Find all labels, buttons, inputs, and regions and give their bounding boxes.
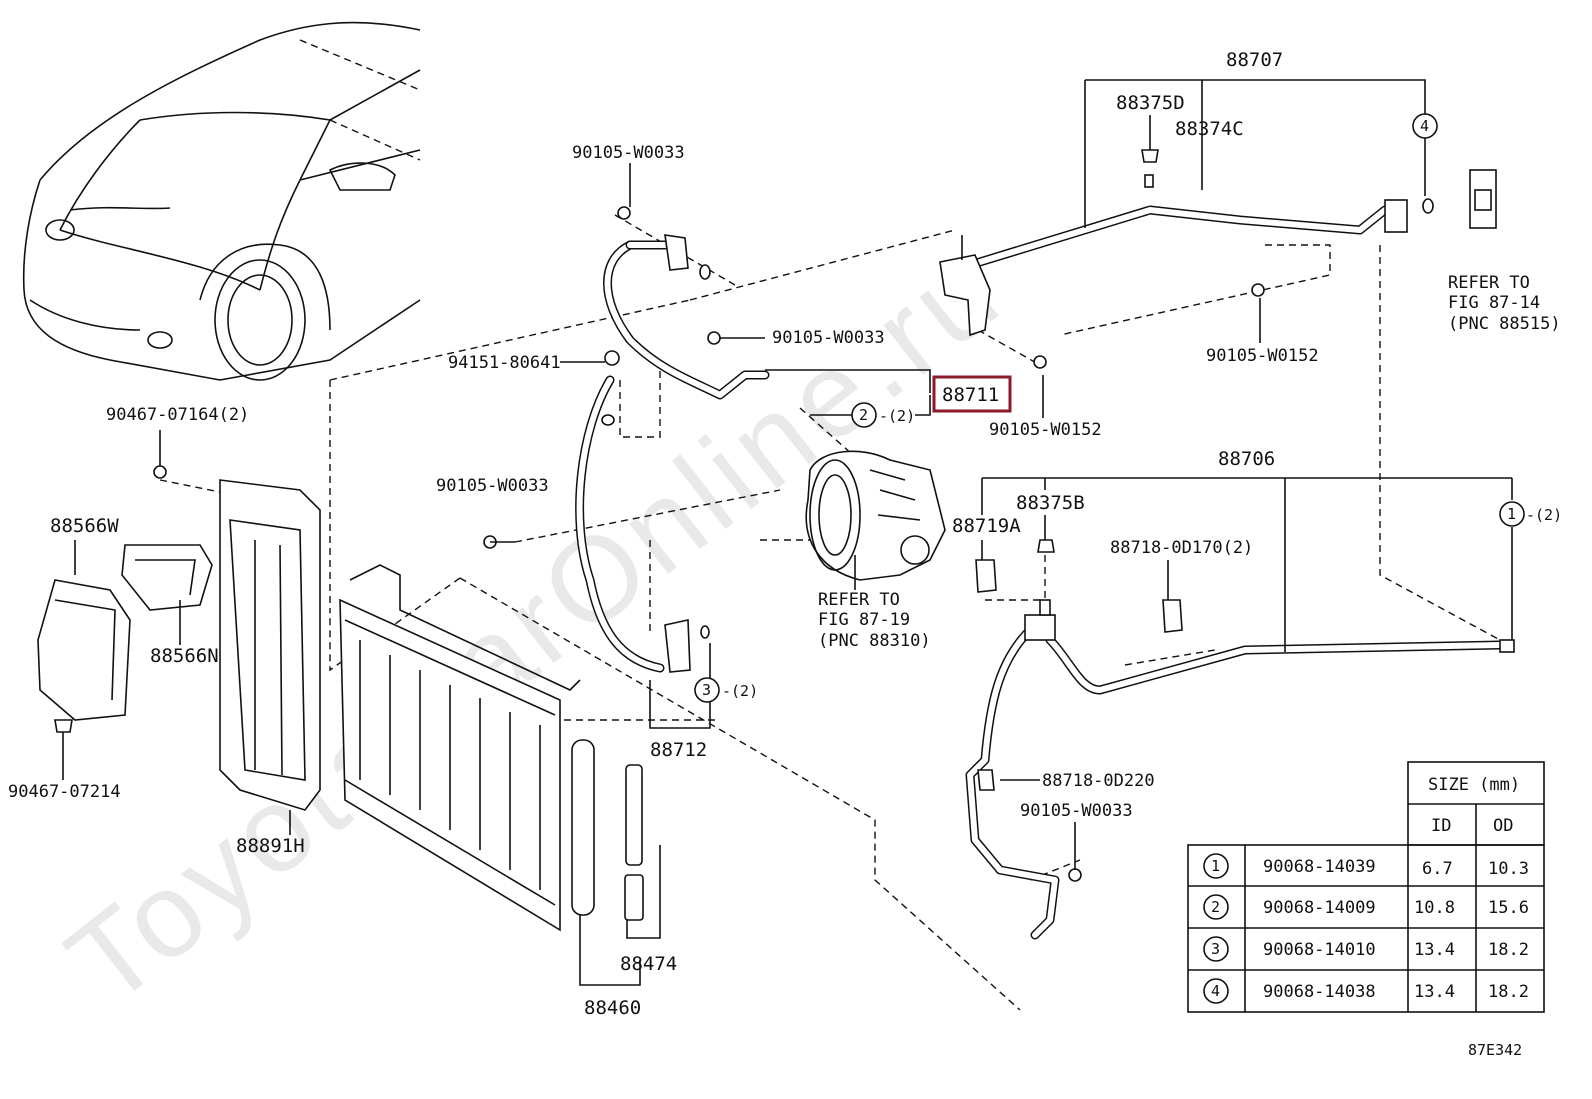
label-88374C: 88374C [1175, 118, 1244, 140]
table-row-3-od: 18.2 [1488, 940, 1529, 960]
ref-circle-1-right-text: 1 [1507, 505, 1516, 523]
table-row-1-ref: 1 [1211, 857, 1220, 875]
ref-circle-2-mid [851, 402, 877, 428]
ref-circle-4-top-text: 4 [1420, 117, 1429, 135]
label-88375B: 88375B [1016, 492, 1085, 514]
ref-circle-3-mid [694, 677, 720, 703]
label-88566N: 88566N [150, 645, 219, 667]
label-90467-07214: 90467-07214 [8, 782, 121, 802]
label-90105-w0033-a: 90105-W0033 [572, 143, 685, 163]
table-row-1-id: 6.7 [1422, 859, 1453, 879]
condenser-assembly [219, 479, 644, 932]
leader-lines [159, 214, 1501, 1011]
table-row-4-id: 13.4 [1414, 982, 1455, 1002]
label-88460: 88460 [584, 997, 641, 1019]
label-88706: 88706 [1218, 448, 1275, 470]
refer-mid-line1: REFER TO [818, 590, 900, 610]
refer-mid-line2: FIG 87-19 [818, 610, 910, 630]
refer-mid-line3: (PNC 88310) [818, 631, 931, 651]
table-row-1-circle [1203, 853, 1229, 879]
label-88718-0D170: 88718-0D170(2) [1110, 538, 1253, 558]
ref-circle-1-right-qty: -(2) [1526, 506, 1562, 524]
label-90105-w0152-a: 90105-W0152 [1206, 346, 1319, 366]
label-88707: 88707 [1226, 49, 1283, 71]
table-row-4-ref: 4 [1211, 982, 1220, 1000]
ref-circle-3-mid-qty: -(2) [722, 682, 758, 700]
table-row-3-id: 13.4 [1414, 940, 1455, 960]
table-row-4-part: 90068-14038 [1263, 982, 1376, 1002]
label-88891H: 88891H [236, 835, 305, 857]
ref-circle-3-mid-text: 3 [702, 681, 711, 699]
ref-circle-4-top [1412, 113, 1438, 139]
ref-circle-2-mid-text: 2 [859, 406, 868, 424]
refer-top-line3: (PNC 88515) [1448, 314, 1561, 334]
pipe-88706 [965, 539, 1515, 940]
table-row-2-od: 15.6 [1488, 898, 1529, 918]
table-row-2-part: 90068-14009 [1263, 898, 1376, 918]
table-header-od: OD [1493, 816, 1513, 836]
table-row-2-ref: 2 [1211, 898, 1220, 916]
label-88711: 88711 [942, 384, 999, 406]
label-90105-w0033-c: 90105-W0033 [436, 476, 549, 496]
table-row-2-id: 10.8 [1414, 898, 1455, 918]
label-88566W: 88566W [50, 515, 119, 537]
ref-circle-1-right [1499, 501, 1525, 527]
table-row-2-circle [1203, 894, 1229, 920]
label-88719A: 88719A [952, 515, 1021, 537]
hose-88711-88712 [483, 206, 770, 673]
label-94151-80641: 94151-80641 [448, 353, 561, 373]
table-row-3-circle [1203, 936, 1229, 962]
label-90467-07164: 90467-07164(2) [106, 405, 249, 425]
pipe-88707 [939, 149, 1497, 369]
highlight-box-88711 [932, 375, 1012, 413]
air-ducts [37, 465, 213, 780]
figure-code: 87E342 [1468, 1041, 1522, 1059]
label-90105-w0152-b: 90105-W0152 [989, 420, 1102, 440]
compressor [805, 450, 946, 581]
table-row-1-od: 10.3 [1488, 859, 1529, 879]
label-88712: 88712 [650, 739, 707, 761]
solid-leaders [74, 79, 1513, 986]
table-row-3-part: 90068-14010 [1263, 940, 1376, 960]
table-header-id: ID [1431, 816, 1451, 836]
refer-top-line2: FIG 87-14 [1448, 293, 1540, 313]
refer-top-line1: REFER TO [1448, 273, 1530, 293]
label-90105-w0033-d: 90105-W0033 [1020, 801, 1133, 821]
label-88474: 88474 [620, 953, 677, 975]
table-row-4-circle [1203, 978, 1229, 1004]
label-88375D: 88375D [1116, 92, 1185, 114]
label-88718-0D220: 88718-0D220 [1042, 771, 1155, 791]
table-row-3-ref: 3 [1211, 940, 1220, 958]
size-table: SIZE (mm) ID OD 1 90068-14039 6.7 10.3 2… [1187, 761, 1545, 1013]
table-row-1-part: 90068-14039 [1263, 857, 1376, 877]
table-row-4-od: 18.2 [1488, 982, 1529, 1002]
label-90105-w0033-b: 90105-W0033 [772, 328, 885, 348]
vehicle-outline [22, 21, 421, 381]
part-labels: 88707 88375D 88374C 4 REFER TO FIG 87-14… [8, 49, 1562, 1059]
ref-circle-2-mid-qty: -(2) [879, 407, 915, 425]
table-header-size: SIZE (mm) [1428, 775, 1520, 795]
